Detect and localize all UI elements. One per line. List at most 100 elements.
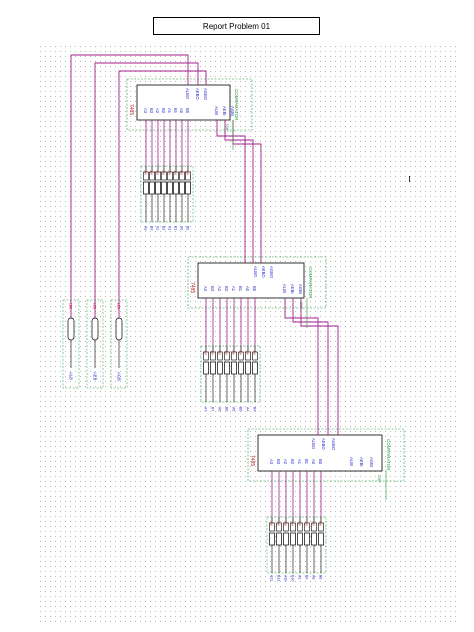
pin-label: B1	[238, 286, 243, 292]
switch-ref: SW	[253, 350, 257, 355]
output-pin-label: AGBO	[331, 438, 336, 451]
switch-label: B8	[319, 575, 323, 579]
pin-label: A3	[143, 108, 148, 114]
switch-bank-frame	[200, 345, 261, 403]
switch-bank-frame	[266, 516, 327, 574]
switch-ref: SW	[225, 350, 229, 355]
switch-label: A5	[232, 407, 236, 411]
wire	[118, 70, 207, 318]
switch-head	[185, 171, 191, 181]
switch-head	[167, 171, 173, 181]
switch-head	[252, 351, 258, 361]
wire	[224, 120, 254, 263]
switch-body	[245, 361, 251, 375]
wire	[216, 120, 246, 263]
switch-ref: SW	[246, 350, 250, 355]
output-pin-label: AEBO	[261, 266, 266, 278]
output-pin-label: AEBO	[195, 88, 200, 100]
switch-body	[290, 532, 296, 546]
switch-label: B0	[186, 226, 190, 230]
wire	[94, 62, 199, 318]
switch-head	[245, 351, 251, 361]
cascade-pin-label: AGBI	[369, 457, 374, 467]
switch-ref: SW	[270, 521, 274, 526]
comparator-frame	[126, 78, 253, 131]
switch-body	[252, 361, 258, 375]
switch-label: A1	[168, 226, 172, 230]
switch-body	[210, 361, 216, 375]
cascade-pin-label: AGBI	[230, 106, 235, 116]
switch-body	[155, 181, 161, 195]
switch-label: B9	[305, 575, 309, 579]
pin-label: B2	[161, 108, 166, 114]
pin-label: A2	[217, 286, 222, 292]
switch-head	[217, 351, 223, 361]
chip-name-label: COMPARATOR	[386, 439, 391, 471]
switch-head	[161, 171, 167, 181]
cascade-pin-label: AEBI	[290, 284, 295, 294]
switch-ref: SW	[305, 521, 309, 526]
switch-head	[231, 351, 237, 361]
switch-ref: SW	[298, 521, 302, 526]
output-pin-label: AGBO	[269, 266, 274, 279]
pin-label: B3	[149, 108, 154, 114]
comparator-chip	[136, 84, 231, 121]
led-ref: LED	[117, 303, 121, 310]
switch-ref: SW	[312, 521, 316, 526]
switch-head	[290, 522, 296, 532]
switch-label: B4	[253, 407, 257, 411]
switch-ref: SW	[319, 521, 323, 526]
led-ref: LED	[69, 303, 73, 310]
switch-label: B6	[225, 407, 229, 411]
switch-body	[203, 361, 209, 375]
switch-label: A0	[180, 226, 184, 230]
switch-label: A11	[270, 575, 274, 581]
switch-ref: SW	[180, 170, 184, 175]
switch-head	[318, 522, 324, 532]
switch-head	[224, 351, 230, 361]
switch-head	[283, 522, 289, 532]
pin-label: B3	[210, 286, 215, 292]
switch-head	[304, 522, 310, 532]
switch-body	[231, 361, 237, 375]
report-title: Report Problem 01	[153, 17, 320, 35]
cascade-pin-label: AGBI	[298, 284, 303, 294]
switch-body	[276, 532, 282, 546]
switch-body	[149, 181, 155, 195]
chip-part-number: 7485	[189, 282, 195, 293]
led-indicator	[91, 317, 99, 341]
pin-label: A0	[245, 286, 250, 292]
pin-label: B0	[318, 459, 323, 465]
switch-label: B2	[162, 226, 166, 230]
switch-body	[224, 361, 230, 375]
led-frame	[86, 299, 104, 389]
switch-body	[173, 181, 179, 195]
pin-label: B0	[252, 286, 257, 292]
switch-ref: SW	[144, 170, 148, 175]
switch-head	[149, 171, 155, 181]
switch-ref: SW	[204, 350, 208, 355]
switch-ref: SW	[168, 170, 172, 175]
wire	[232, 120, 262, 263]
chip-name-label: COMPARATOR	[234, 89, 239, 121]
switch-ref: SW	[232, 350, 236, 355]
cascade-pin-label: ALBI	[349, 457, 354, 466]
switch-head	[203, 351, 209, 361]
cascade-pin-label: AEBI	[222, 106, 227, 116]
led-frame	[110, 299, 128, 389]
switch-body	[167, 181, 173, 195]
switch-label: B5	[239, 407, 243, 411]
wire	[300, 298, 339, 435]
chip-part-number: 7485	[249, 455, 255, 466]
output-pin-label: ALBO	[253, 266, 258, 278]
pin-label: B1	[304, 459, 309, 465]
led-ref: LED	[93, 303, 97, 310]
switch-ref: SW	[162, 170, 166, 175]
cascade-pin-label: AEBI	[359, 457, 364, 467]
switch-head	[238, 351, 244, 361]
pin-label: B1	[173, 108, 178, 114]
switch-label: A8	[312, 575, 316, 579]
pin-label: A1	[167, 108, 172, 114]
led-indicator	[115, 317, 123, 341]
switch-body	[304, 532, 310, 546]
